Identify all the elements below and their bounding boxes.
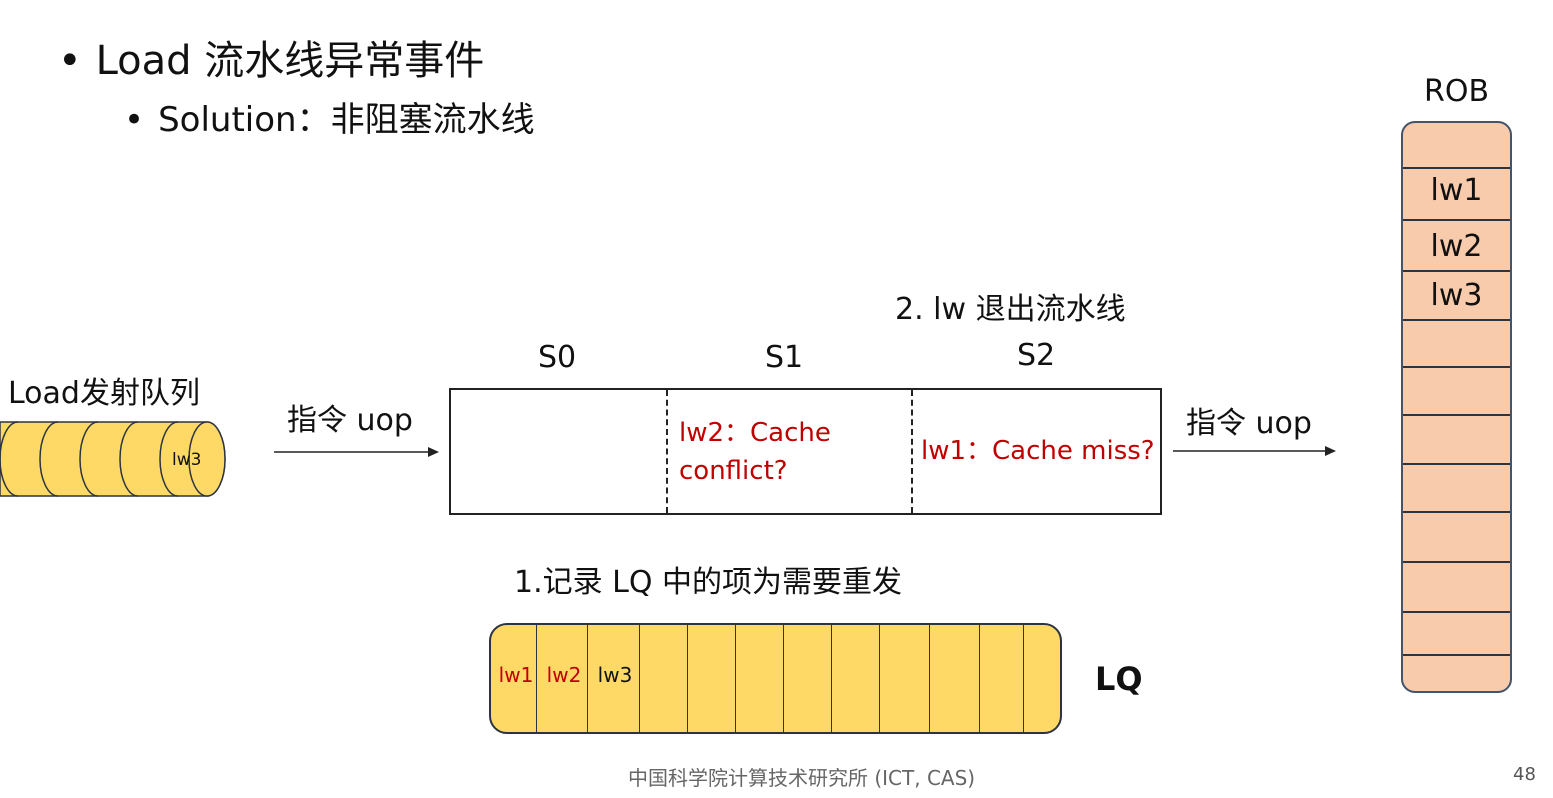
lq-entry: lw1 — [498, 663, 534, 687]
arrow-out — [1173, 446, 1336, 456]
stage-divider — [911, 390, 913, 513]
stage-label-s2: S2 — [1017, 338, 1056, 373]
s2-event: lw1：Cache miss? — [921, 436, 1155, 466]
rob-label: ROB — [1424, 74, 1490, 109]
rob-entry: lw3 — [1430, 278, 1483, 313]
load-queue: lw1 lw2 lw3 — [489, 623, 1062, 734]
page-number: 48 — [1513, 764, 1536, 785]
arrow-in — [274, 447, 439, 457]
issue-queue-cylinder — [0, 421, 226, 497]
bullet-dot: • — [58, 38, 82, 84]
arrow-out-label: 指令 uop — [1186, 406, 1312, 441]
stage-label-s1: S1 — [765, 340, 804, 375]
bullet-dot: • — [124, 100, 145, 140]
rob-entry: lw2 — [1430, 229, 1483, 264]
lq-label: LQ — [1095, 660, 1143, 698]
s1-event: lw2：Cache conflict? — [679, 418, 831, 486]
rob-entry: lw1 — [1430, 173, 1483, 208]
stage-divider — [666, 390, 668, 513]
stage-label-s0: S0 — [538, 340, 577, 375]
slide-title: •Load 流水线异常事件 — [58, 38, 485, 84]
issue-queue-label: Load发射队列 — [8, 376, 200, 411]
reorder-buffer: lw1 lw2 lw3 — [1401, 121, 1512, 693]
annotation-record: 1.记录 LQ 中的项为需要重发 — [514, 565, 903, 600]
lq-entry: lw2 — [546, 663, 582, 687]
lq-entry: lw3 — [597, 663, 633, 687]
issue-queue-entry: lw3 — [172, 450, 202, 470]
arrow-in-label: 指令 uop — [287, 403, 413, 438]
footer-institution: 中国科学院计算技术研究所 (ICT, CAS) — [628, 766, 976, 790]
annotation-exit: 2. lw 退出流水线 — [895, 292, 1126, 327]
slide-subtitle: •Solution：非阻塞流水线 — [124, 100, 535, 140]
pipeline-box: lw2：Cache conflict? lw1：Cache miss? — [449, 388, 1162, 515]
